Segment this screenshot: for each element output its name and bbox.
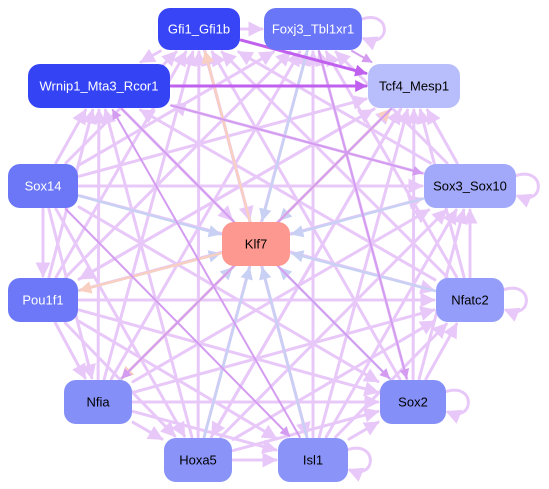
edge-nfatc2-to-wrnip1 — [139, 108, 437, 282]
edge-nfia-to-wrnip1 — [91, 108, 107, 381]
node-wrnip1[interactable]: Wrnip1_Mta3_Rcor1 — [28, 64, 170, 108]
node-box-sox14 — [8, 164, 78, 208]
edge-isl1-to-wrnip1 — [111, 109, 301, 438]
edge-nfia-to-hoxa5 — [131, 420, 164, 441]
node-box-pou1f1 — [8, 278, 78, 322]
node-sox14[interactable]: Sox14 — [8, 164, 78, 208]
node-label-nfatc2: Nfatc2 — [451, 293, 489, 308]
node-sox3[interactable]: Sox3_Sox10 — [424, 164, 516, 208]
node-box-foxj3 — [264, 8, 362, 50]
edge-sox2-to-gfi1 — [210, 50, 402, 381]
self-loop-nfatc2 — [501, 286, 528, 322]
node-label-isl1: Isl1 — [303, 453, 323, 468]
self-loops-layer — [345, 16, 540, 482]
node-label-hoxa5: Hoxa5 — [179, 453, 217, 468]
self-loop-sox2 — [443, 388, 470, 424]
edge-hoxa5-to-gfi1 — [191, 50, 207, 439]
self-loop-isl1 — [345, 446, 372, 482]
edge-sox14-to-sox2 — [77, 205, 380, 384]
node-box-nfia — [64, 380, 132, 424]
edge-nfatc2-to-klf7 — [290, 250, 437, 293]
node-box-sox3 — [424, 164, 516, 208]
edge-hoxa5-to-klf7 — [202, 266, 253, 439]
node-box-hoxa5 — [164, 438, 232, 482]
edge-gfi1-to-tcf4 — [239, 38, 368, 77]
node-nfatc2[interactable]: Nfatc2 — [436, 278, 504, 322]
node-pou1f1[interactable]: Pou1f1 — [8, 278, 78, 322]
edge-isl1-to-sox2 — [347, 420, 380, 441]
edge-hoxa5-to-nfatc2 — [231, 319, 436, 441]
edge-pou1f1-to-nfia — [53, 321, 87, 380]
node-box-isl1 — [278, 438, 348, 482]
node-box-wrnip1 — [28, 64, 170, 108]
node-label-wrnip1: Wrnip1_Mta3_Rcor1 — [40, 79, 159, 94]
node-box-sox2 — [380, 380, 446, 424]
node-sox2[interactable]: Sox2 — [380, 380, 446, 424]
node-foxj3[interactable]: Foxj3_Tbl1xr1 — [264, 8, 362, 50]
node-box-klf7 — [222, 222, 290, 266]
edge-tcf4-to-hoxa5 — [210, 107, 403, 438]
edge-sox14-to-wrnip1 — [54, 108, 88, 165]
edge-sox3-to-tcf4 — [425, 108, 459, 165]
edge-sox14-to-tcf4 — [77, 95, 368, 178]
edge-sox3-to-klf7 — [290, 197, 425, 238]
node-klf7[interactable]: Klf7 — [222, 222, 290, 266]
node-label-klf7: Klf7 — [245, 237, 267, 252]
edge-wrnip1-to-sox3 — [170, 104, 423, 176]
node-box-tcf4 — [368, 64, 460, 108]
node-tcf4[interactable]: Tcf4_Mesp1 — [368, 64, 460, 108]
edge-foxj3-to-sox2 — [317, 50, 410, 379]
node-isl1[interactable]: Isl1 — [278, 438, 348, 482]
node-label-sox2: Sox2 — [398, 395, 428, 410]
node-box-nfatc2 — [436, 278, 504, 322]
edge-nfia-to-sox3 — [131, 208, 431, 384]
edge-isl1-to-klf7 — [259, 266, 309, 439]
node-label-sox3: Sox3_Sox10 — [433, 179, 507, 194]
self-loop-sox3 — [513, 172, 540, 208]
node-label-foxj3: Foxj3_Tbl1xr1 — [272, 22, 354, 37]
node-hoxa5[interactable]: Hoxa5 — [164, 438, 232, 482]
edge-tcf4-to-pou1f1 — [78, 107, 376, 281]
node-label-sox14: Sox14 — [25, 179, 62, 194]
node-nfia[interactable]: Nfia — [64, 380, 132, 424]
node-label-pou1f1: Pou1f1 — [22, 293, 63, 308]
edge-gfi1-to-wrnip1 — [139, 48, 162, 64]
edge-sox2-to-nfatc2 — [424, 322, 459, 381]
node-label-gfi1: Gfi1_Gfi1b — [168, 22, 230, 37]
edge-nfia-to-foxj3 — [109, 50, 302, 381]
node-label-nfia: Nfia — [86, 395, 110, 410]
node-box-gfi1 — [158, 8, 240, 50]
edge-foxj3-to-tcf4 — [351, 50, 373, 63]
node-label-tcf4: Tcf4_Mesp1 — [379, 79, 449, 94]
self-loop-foxj3 — [359, 16, 386, 51]
edge-sox14-to-klf7 — [77, 194, 222, 238]
node-gfi1[interactable]: Gfi1_Gfi1b — [158, 8, 240, 50]
nodes-layer: Gfi1_Gfi1b Foxj3_Tbl1xr1Wrnip1_Mta3_Rcor1… — [8, 8, 516, 482]
edge-klf7-to-gfi1 — [201, 50, 252, 223]
